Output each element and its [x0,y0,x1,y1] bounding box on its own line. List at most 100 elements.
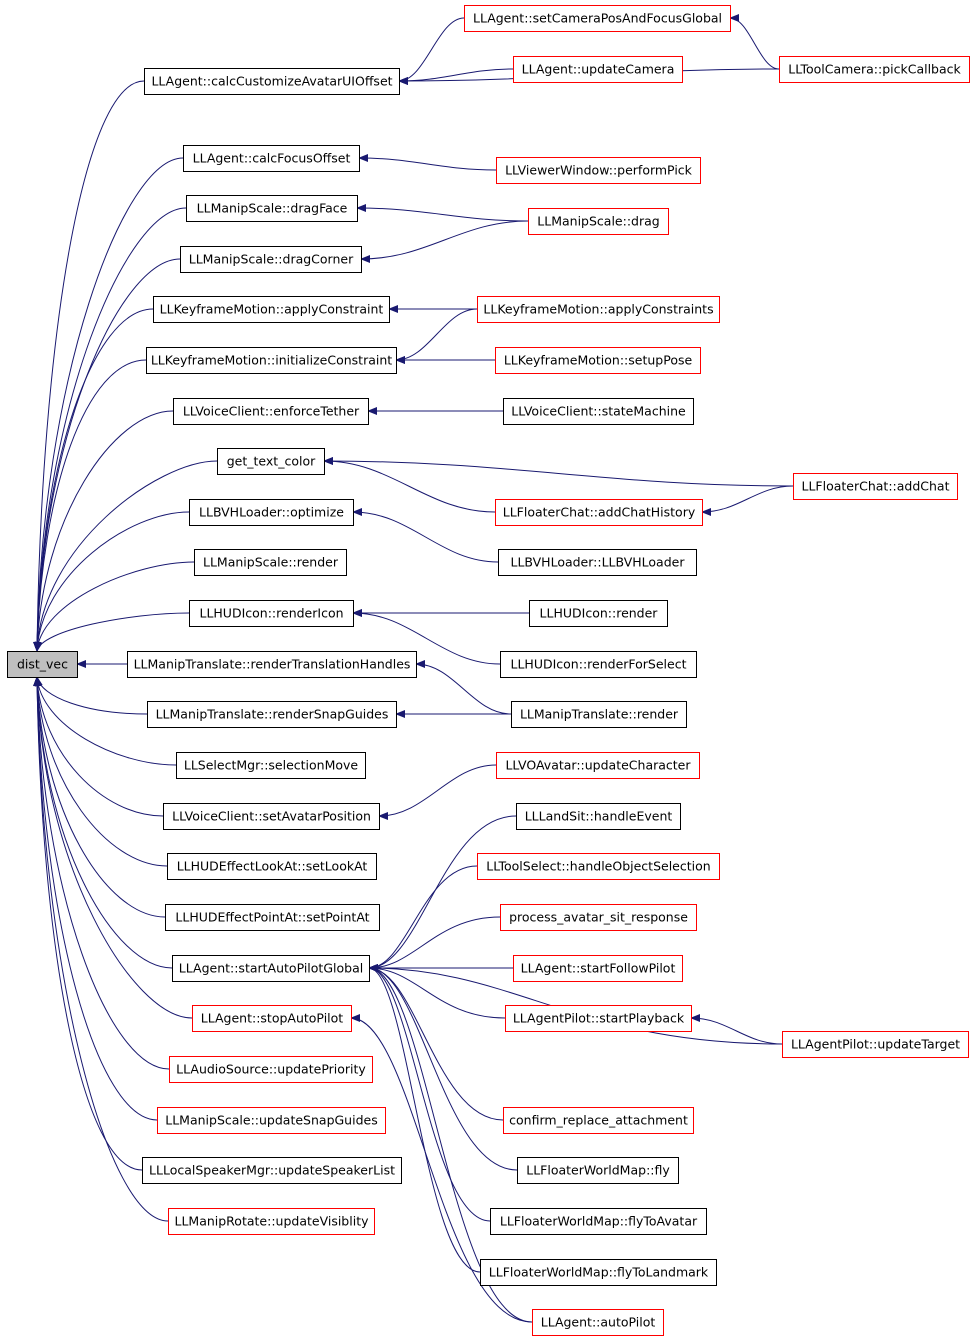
node-box[interactable] [532,1309,664,1336]
node-box[interactable] [496,752,700,779]
node-optimize[interactable]: LLBVHLoader::optimize [189,499,354,526]
node-updateSnapGuides[interactable]: LLManipScale::updateSnapGuides [157,1107,386,1134]
node-setupPose[interactable]: LLKeyframeMotion::setupPose [495,347,701,374]
node-pickCallback[interactable]: LLToolCamera::pickCallback [779,56,970,83]
node-setPointAt[interactable]: LLHUDEffectPointAt::setPointAt [165,904,380,931]
node-updateVisiblity[interactable]: LLManipRotate::updateVisiblity [168,1208,375,1235]
node-dragFace[interactable]: LLManipScale::dragFace [186,195,358,222]
node-box[interactable] [153,296,390,323]
node-confirmReplace[interactable]: confirm_replace_attachment [503,1107,694,1134]
node-setLookAt[interactable]: LLHUDEffectLookAt::setLookAt [167,853,377,880]
node-calcFocus[interactable]: LLAgent::calcFocusOffset [183,145,360,172]
node-stateMachine[interactable]: LLVoiceClient::stateMachine [503,398,694,425]
node-box[interactable] [189,600,354,627]
node-box[interactable] [503,1107,694,1134]
node-box[interactable] [513,56,683,83]
node-box[interactable] [480,1259,717,1286]
node-setAvatarPosition[interactable]: LLVoiceClient::setAvatarPosition [163,803,380,830]
node-box[interactable] [477,853,720,880]
node-updateCharacter[interactable]: LLVOAvatar::updateCharacter [496,752,700,779]
node-box[interactable] [503,398,694,425]
node-box[interactable] [168,1208,375,1235]
node-box[interactable] [500,904,697,931]
node-updatePriority[interactable]: LLAudioSource::updatePriority [169,1056,373,1083]
node-bvhLoader[interactable]: LLBVHLoader::LLBVHLoader [498,549,697,576]
node-applyConstraint[interactable]: LLKeyframeMotion::applyConstraint [153,296,390,323]
node-worldMapFly[interactable]: LLFloaterWorldMap::fly [517,1157,679,1184]
node-box[interactable] [517,1157,679,1184]
node-box[interactable] [147,701,397,728]
node-renderForSelect[interactable]: LLHUDIcon::renderForSelect [500,651,697,678]
node-box[interactable] [144,68,400,95]
node-box[interactable] [172,955,370,982]
node-drag[interactable]: LLManipScale::drag [528,208,669,235]
node-startFollowPilot[interactable]: LLAgent::startFollowPilot [513,955,683,982]
node-box[interactable] [127,651,417,678]
node-startPlayback[interactable]: LLAgentPilot::startPlayback [505,1005,692,1032]
node-box[interactable] [498,549,697,576]
node-flyToAvatar[interactable]: LLFloaterWorldMap::flyToAvatar [490,1208,707,1235]
node-selectionMove[interactable]: LLSelectMgr::selectionMove [176,752,366,779]
node-box[interactable] [490,1208,707,1235]
node-box[interactable] [176,752,366,779]
node-box[interactable] [513,955,683,982]
node-box[interactable] [146,347,397,374]
node-renderTranslationHandles[interactable]: LLManipTranslate::renderTranslationHandl… [127,651,417,678]
node-box[interactable] [163,803,380,830]
node-box[interactable] [7,651,78,678]
node-box[interactable] [505,1005,692,1032]
node-initializeConstraint[interactable]: LLKeyframeMotion::initializeConstraint [146,347,397,374]
node-landSitHandle[interactable]: LLLandSit::handleEvent [516,803,681,830]
node-autoPilot[interactable]: LLAgent::autoPilot [532,1309,664,1336]
node-box[interactable] [192,1005,352,1032]
node-box[interactable] [165,904,380,931]
node-box[interactable] [528,208,669,235]
node-box[interactable] [529,600,668,627]
node-getTextColor[interactable]: get_text_color [217,448,325,475]
node-addChat[interactable]: LLFloaterChat::addChat [793,473,958,500]
node-manipTranslateRender[interactable]: LLManipTranslate::render [511,701,687,728]
node-dragCorner[interactable]: LLManipScale::dragCorner [180,246,362,273]
node-updateSpeakerList[interactable]: LLLocalSpeakerMgr::updateSpeakerList [142,1157,402,1184]
node-box[interactable] [495,347,701,374]
node-processAvatarSit[interactable]: process_avatar_sit_response [500,904,697,931]
node-box[interactable] [194,549,347,576]
node-box[interactable] [496,157,701,184]
node-box[interactable] [186,195,358,222]
node-box[interactable] [173,398,369,425]
node-box[interactable] [793,473,958,500]
node-updateCamera[interactable]: LLAgent::updateCamera [513,56,683,83]
node-performPick[interactable]: LLViewerWindow::performPick [496,157,701,184]
node-updateTarget[interactable]: LLAgentPilot::updateTarget [782,1031,969,1058]
node-startAutoPilotGlobal[interactable]: LLAgent::startAutoPilotGlobal [172,955,370,982]
node-applyConstraints[interactable]: LLKeyframeMotion::applyConstraints [477,296,720,323]
node-stopAutoPilot[interactable]: LLAgent::stopAutoPilot [192,1005,352,1032]
node-box[interactable] [464,5,731,32]
node-box[interactable] [180,246,362,273]
node-box[interactable] [782,1031,969,1058]
node-renderSnapGuides[interactable]: LLManipTranslate::renderSnapGuides [147,701,397,728]
node-renderIcon[interactable]: LLHUDIcon::renderIcon [189,600,354,627]
node-handleObjectSelection[interactable]: LLToolSelect::handleObjectSelection [477,853,720,880]
node-box[interactable] [511,701,687,728]
node-addChatHistory[interactable]: LLFloaterChat::addChatHistory [495,499,703,526]
node-box[interactable] [189,499,354,526]
node-box[interactable] [516,803,681,830]
node-box[interactable] [500,651,697,678]
node-flyToLandmark[interactable]: LLFloaterWorldMap::flyToLandmark [480,1259,717,1286]
node-dist_vec[interactable]: dist_vec [7,651,78,678]
node-calcCustomize[interactable]: LLAgent::calcCustomizeAvatarUIOffset [144,68,400,95]
node-box[interactable] [495,499,703,526]
node-box[interactable] [217,448,325,475]
node-box[interactable] [157,1107,386,1134]
node-box[interactable] [169,1056,373,1083]
node-box[interactable] [779,56,970,83]
node-hudIconRender[interactable]: LLHUDIcon::render [529,600,668,627]
node-box[interactable] [477,296,720,323]
node-box[interactable] [142,1157,402,1184]
node-box[interactable] [183,145,360,172]
node-enforceTether[interactable]: LLVoiceClient::enforceTether [173,398,369,425]
node-box[interactable] [167,853,377,880]
node-setCameraPos[interactable]: LLAgent::setCameraPosAndFocusGlobal [464,5,731,32]
node-manipScaleRender[interactable]: LLManipScale::render [194,549,347,576]
